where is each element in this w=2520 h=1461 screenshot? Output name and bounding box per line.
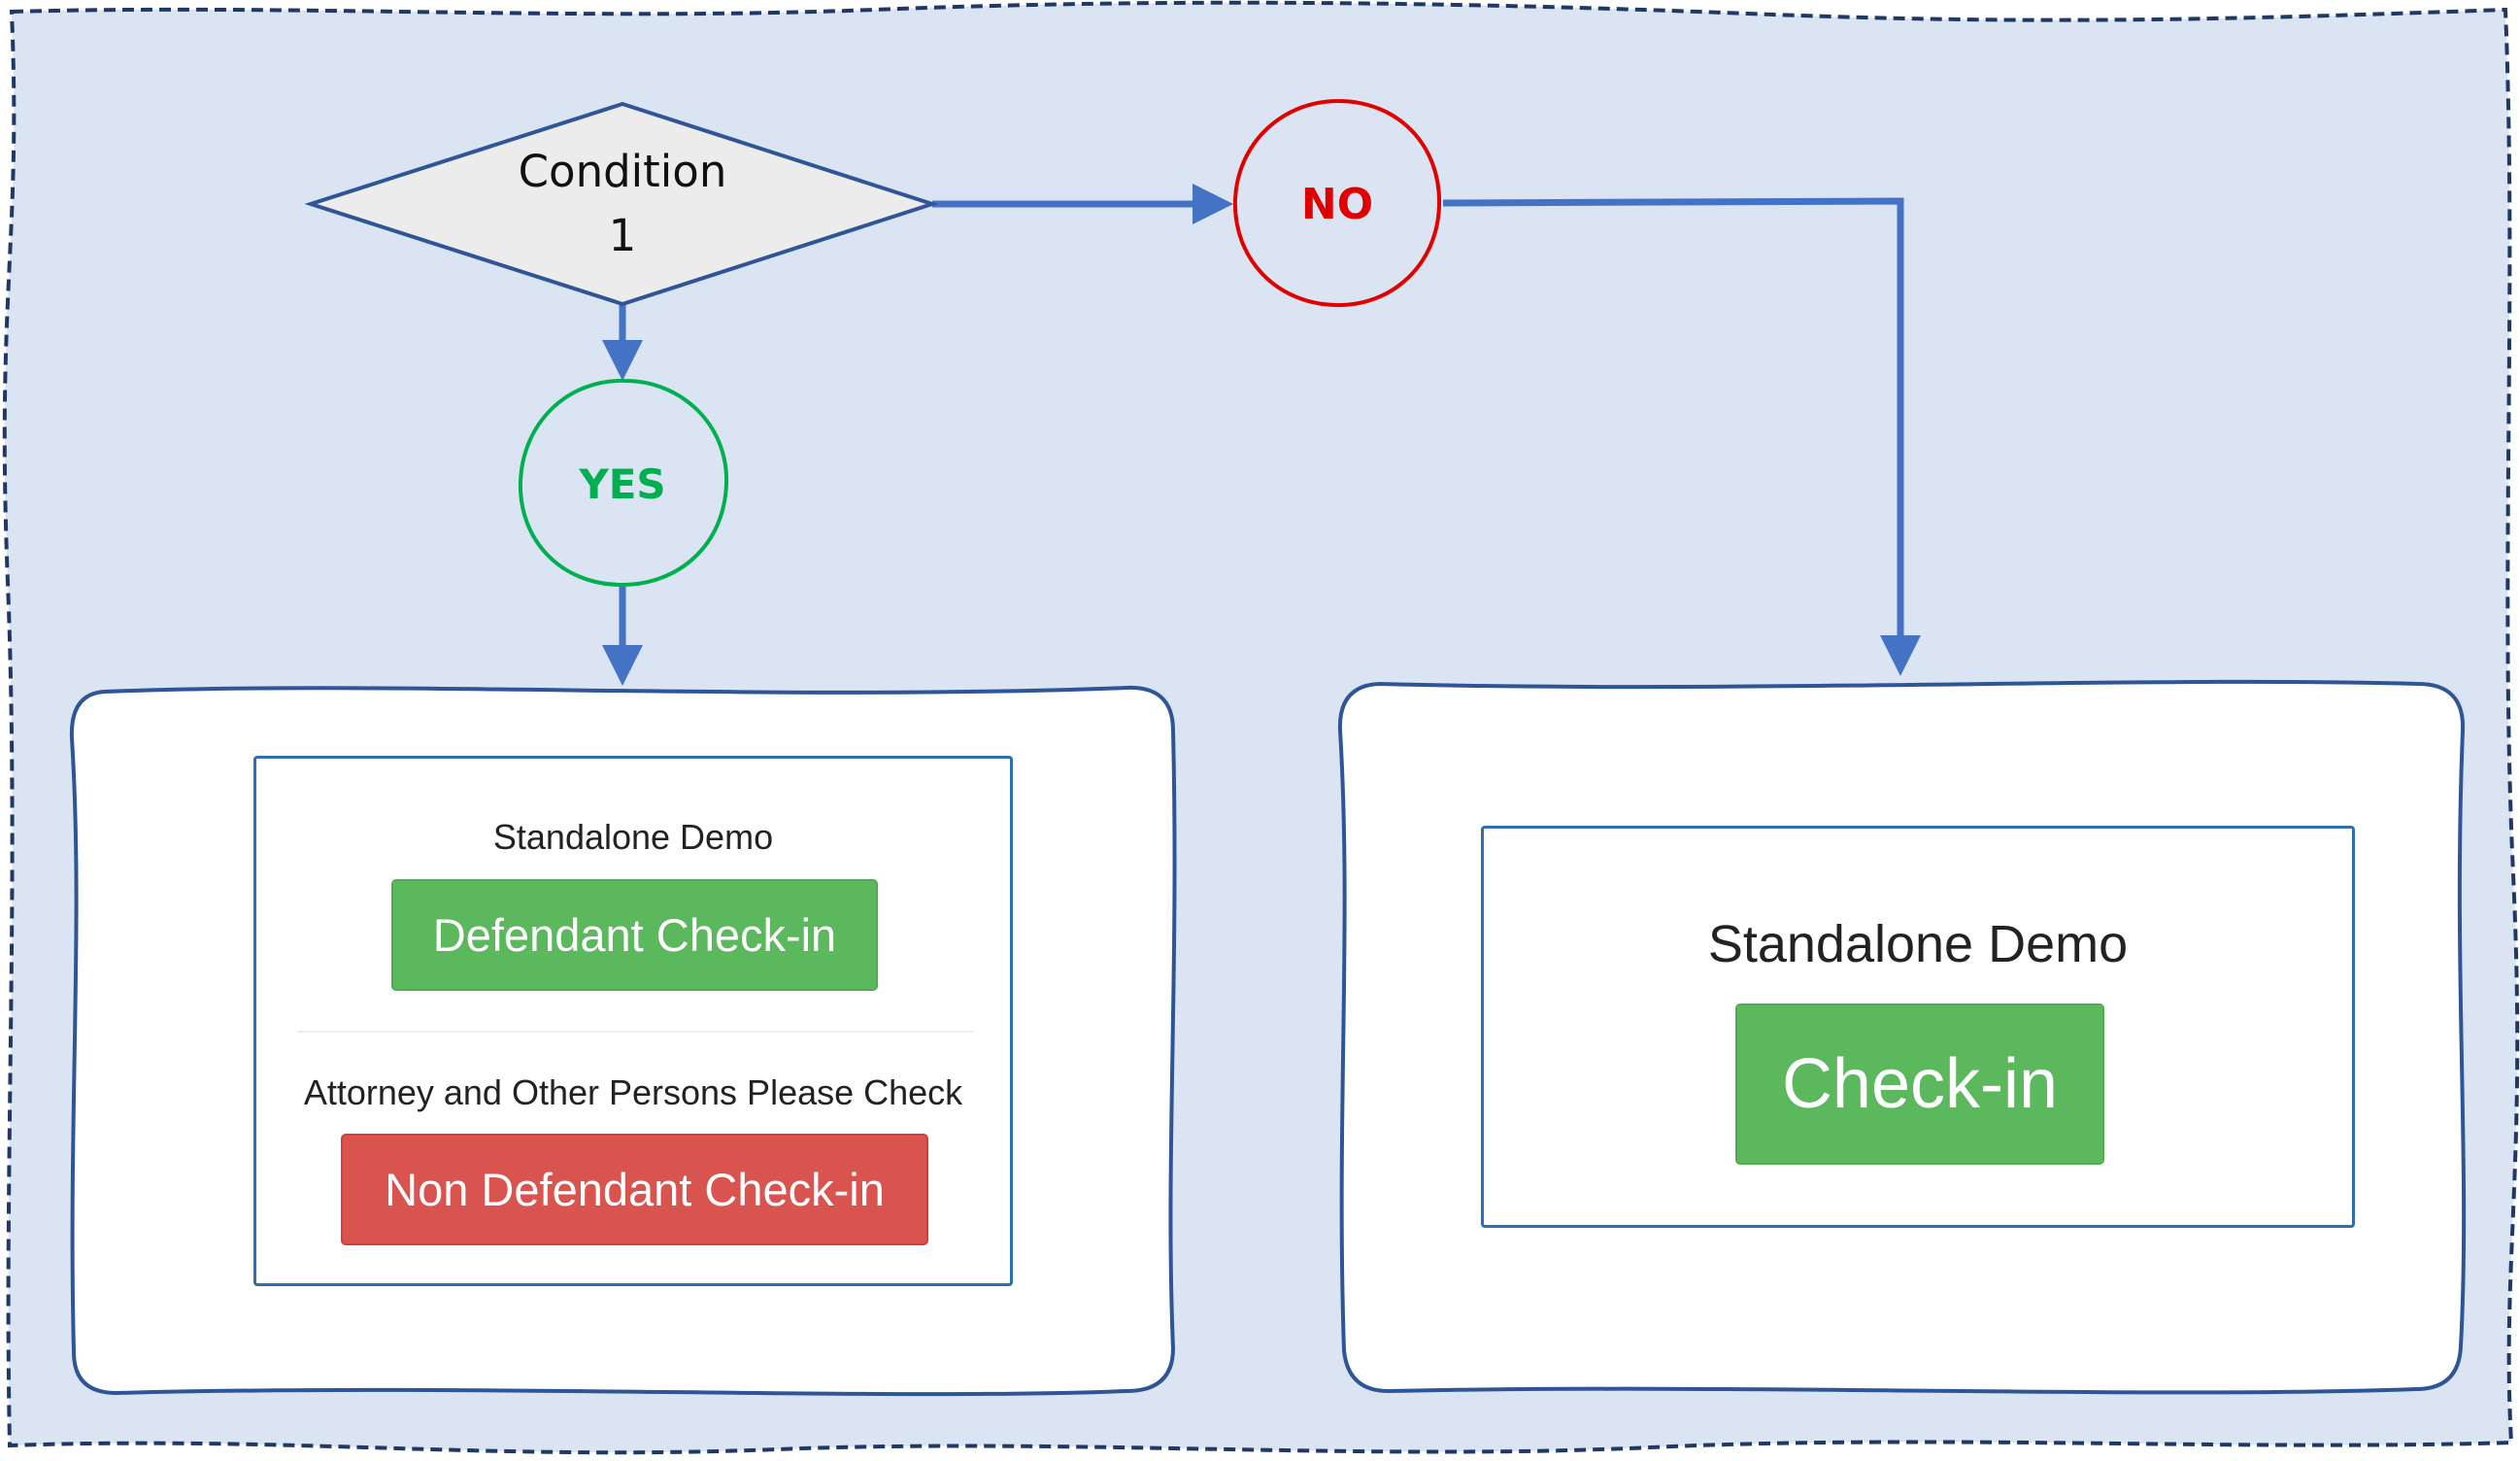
condition-label-line1: Condition bbox=[519, 146, 727, 197]
no-circle bbox=[1232, 98, 1442, 308]
checkin-button[interactable]: Check-in bbox=[1735, 1003, 2104, 1165]
left-checkin-card: Standalone Demo Defendant Check-in Attor… bbox=[253, 756, 1013, 1286]
right-checkin-card: Standalone Demo Check-in bbox=[1481, 826, 2355, 1228]
yes-label: YES bbox=[578, 460, 665, 508]
right-card-title: Standalone Demo bbox=[1707, 915, 2129, 973]
yes-circle bbox=[518, 378, 729, 588]
defendant-checkin-button[interactable]: Defendant Check-in bbox=[391, 879, 878, 991]
left-card-title: Standalone Demo bbox=[492, 817, 774, 857]
card-divider bbox=[297, 1031, 973, 1033]
condition-label-line2: 1 bbox=[609, 210, 637, 261]
condition-diamond bbox=[304, 101, 939, 307]
arrow-no-to-panel bbox=[1442, 197, 1921, 676]
non-defendant-checkin-button[interactable]: Non Defendant Check-in bbox=[341, 1134, 928, 1245]
no-label: NO bbox=[1301, 180, 1373, 229]
other-persons-label: Attorney and Other Persons Please Check bbox=[303, 1072, 963, 1112]
